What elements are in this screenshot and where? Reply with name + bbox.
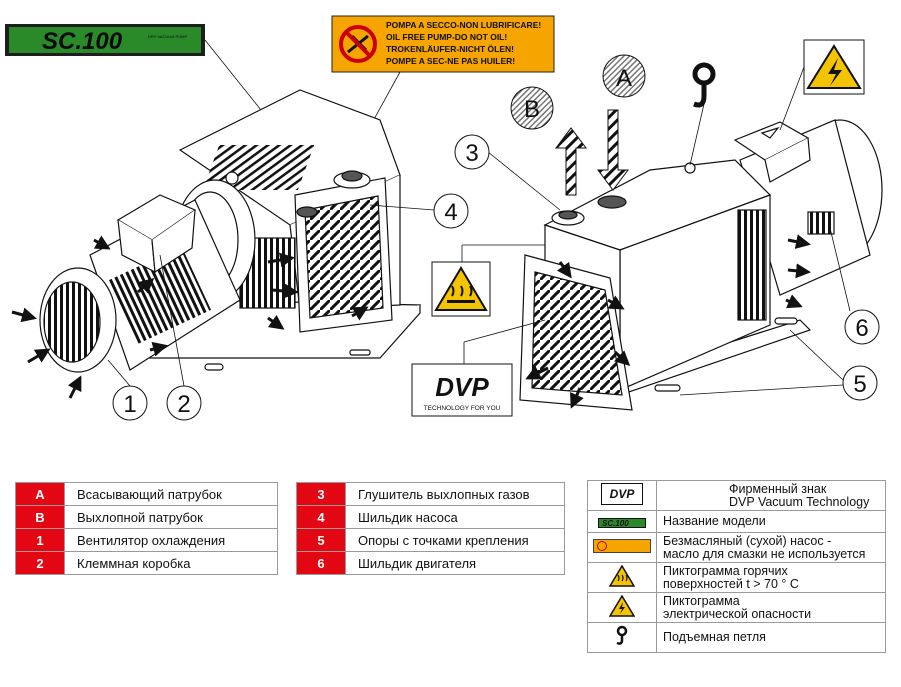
left-pump-drawing <box>39 89 422 373</box>
electric-hazard-icon <box>803 39 865 95</box>
logo-tagline: TECHNOLOGY FOR YOU <box>424 405 501 412</box>
svg-text:3: 3 <box>465 140 478 167</box>
port-marker-b: B <box>524 96 540 123</box>
oil-free-label: POMPA A SECCO-NON LUBRIFICARE! OIL FREE … <box>331 15 555 73</box>
dvp-logo: DVP TECHNOLOGY FOR YOU <box>411 363 513 417</box>
callout-5: 5 <box>679 329 878 401</box>
svg-text:5: 5 <box>853 371 866 398</box>
electric-hazard-icon <box>587 592 657 623</box>
oil-free-line-4: POMPE A SEC-NE PAS HUILER! <box>386 56 515 66</box>
svg-text:2: 2 <box>177 391 190 418</box>
lifting-eye-icon <box>587 622 657 653</box>
callout-3: 3 <box>454 134 561 211</box>
symbol-row: Подъемная петля <box>587 622 886 653</box>
callout-2: 2 <box>159 254 202 421</box>
model-badge-fine-print: DRY VACUUM PUMP <box>148 34 187 39</box>
svg-text:DVP: DVP <box>610 487 636 501</box>
svg-text:6: 6 <box>855 315 868 342</box>
symbol-row: Безмасляный (сухой) насос -масло для сма… <box>587 532 886 563</box>
callout-4: 4 <box>369 193 469 229</box>
svg-text:4: 4 <box>444 199 457 226</box>
exhaust-flow-arrow: B <box>510 86 587 196</box>
dvp-logo-icon: DVP <box>587 480 657 511</box>
symbol-row: SC.100 Название модели <box>587 510 886 533</box>
right-airflow-arrows <box>525 234 811 409</box>
callout-6: 6 <box>829 227 880 345</box>
oil-free-label-icon <box>587 532 657 563</box>
right-pump-drawing <box>519 119 883 411</box>
port-marker-a: A <box>616 65 632 92</box>
suction-flow-arrow: A <box>597 54 646 191</box>
model-badge: SC.100 DRY VACUUM PUMP <box>5 24 205 56</box>
callout-1: 1 <box>107 359 148 421</box>
left-airflow-arrows <box>11 235 369 399</box>
oil-free-line-1: POMPA A SECCO-NON LUBRIFICARE! <box>386 20 541 30</box>
model-badge-icon: SC.100 <box>587 510 657 533</box>
logo-brand: DVP <box>435 372 489 402</box>
hot-surface-icon <box>587 562 657 593</box>
pump-diagram: SC.100 DRY VACUUM PUMP POMPA A SECCO-NON… <box>5 15 883 421</box>
svg-text:1: 1 <box>123 391 136 418</box>
oil-free-line-2: OIL FREE PUMP-DO NOT OIL! <box>386 32 507 42</box>
lifting-eye-icon <box>692 62 716 108</box>
model-badge-text: SC.100 <box>42 28 123 55</box>
hot-surface-icon <box>431 261 491 317</box>
oil-free-line-3: TROKENLÄUFER-NICHT ÖLEN! <box>386 44 514 54</box>
